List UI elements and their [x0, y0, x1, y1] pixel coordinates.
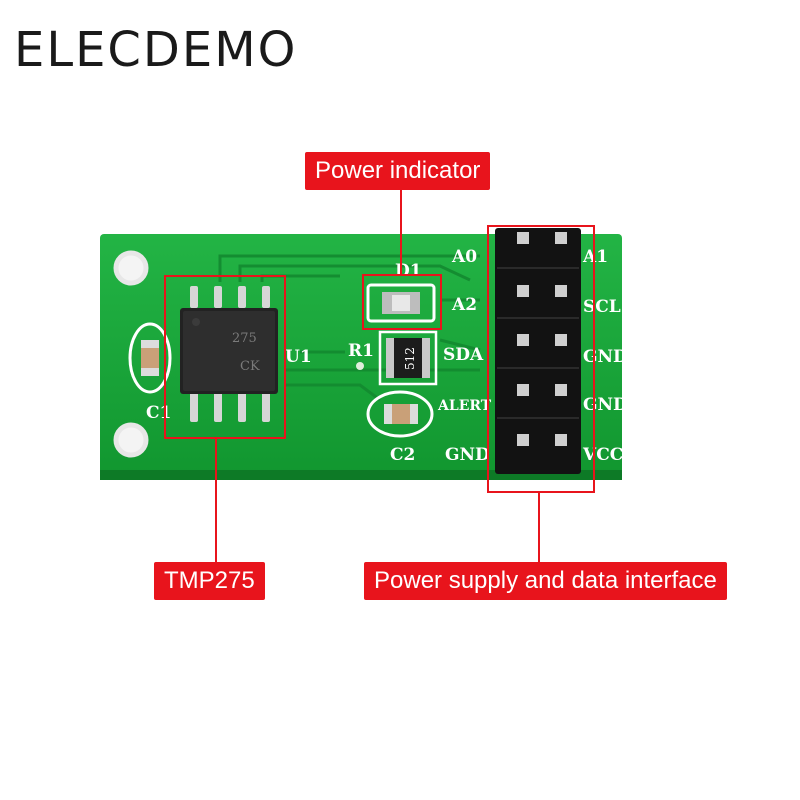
leader-power-indicator — [400, 190, 402, 274]
mount-hole-top — [113, 250, 149, 286]
pin-left-0: A0 — [451, 247, 477, 267]
frame-tmp275-chip — [164, 275, 286, 439]
callout-power-indicator: Power indicator — [305, 152, 491, 190]
pin-header — [495, 228, 581, 474]
brand-title: ELECDEMO — [14, 22, 298, 78]
frame-interface — [487, 225, 595, 493]
pin-left-2: SDA — [443, 345, 484, 365]
chip-marking-1: 275 — [232, 331, 257, 346]
leader-tmp275 — [215, 439, 217, 562]
silk-r1: R1 — [348, 341, 374, 361]
pin-right-1: SCL — [583, 297, 621, 317]
chip-marking-2: CK — [240, 359, 260, 374]
frame-power-indicator — [362, 274, 442, 330]
pin-right-4: VCC — [582, 445, 623, 465]
capacitor-c1 — [128, 322, 172, 394]
silk-r1-value: 512 — [403, 347, 417, 370]
chip-u1 — [180, 286, 278, 422]
pin-left-1: A2 — [451, 295, 477, 315]
silk-c2: C2 — [390, 445, 415, 465]
pin-right-0: A1 — [582, 247, 608, 267]
led-d1 — [366, 283, 436, 323]
capacitor-c2 — [366, 390, 434, 438]
pin-left-4: GND — [445, 445, 490, 465]
silk-u1: U1 — [285, 347, 312, 367]
pin-left-3: ALERT — [437, 398, 492, 414]
callout-interface: Power supply and data interface — [364, 562, 727, 600]
resistor-r1 — [378, 330, 438, 386]
pcb-substrate — [100, 234, 622, 480]
callout-tmp275: TMP275 — [154, 562, 265, 600]
leader-interface — [538, 493, 540, 562]
mount-hole-bottom — [113, 422, 149, 458]
